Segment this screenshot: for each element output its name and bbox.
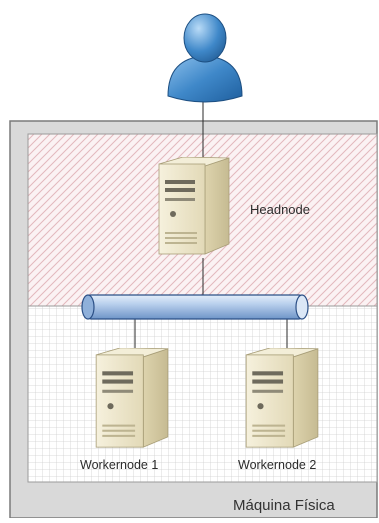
user-icon — [167, 13, 243, 103]
physical-machine-label: Máquina Física — [233, 497, 335, 514]
workernode-zone — [27, 305, 378, 483]
workernode-2-label: Workernode 2 — [238, 458, 317, 472]
server-tower-icon — [95, 348, 169, 448]
workernode-1-label: Workernode 1 — [80, 458, 159, 472]
headnode-label: Headnode — [250, 202, 310, 217]
server-tower-icon — [158, 157, 230, 255]
network-bus-icon — [81, 294, 309, 320]
server-tower-icon — [245, 348, 319, 448]
